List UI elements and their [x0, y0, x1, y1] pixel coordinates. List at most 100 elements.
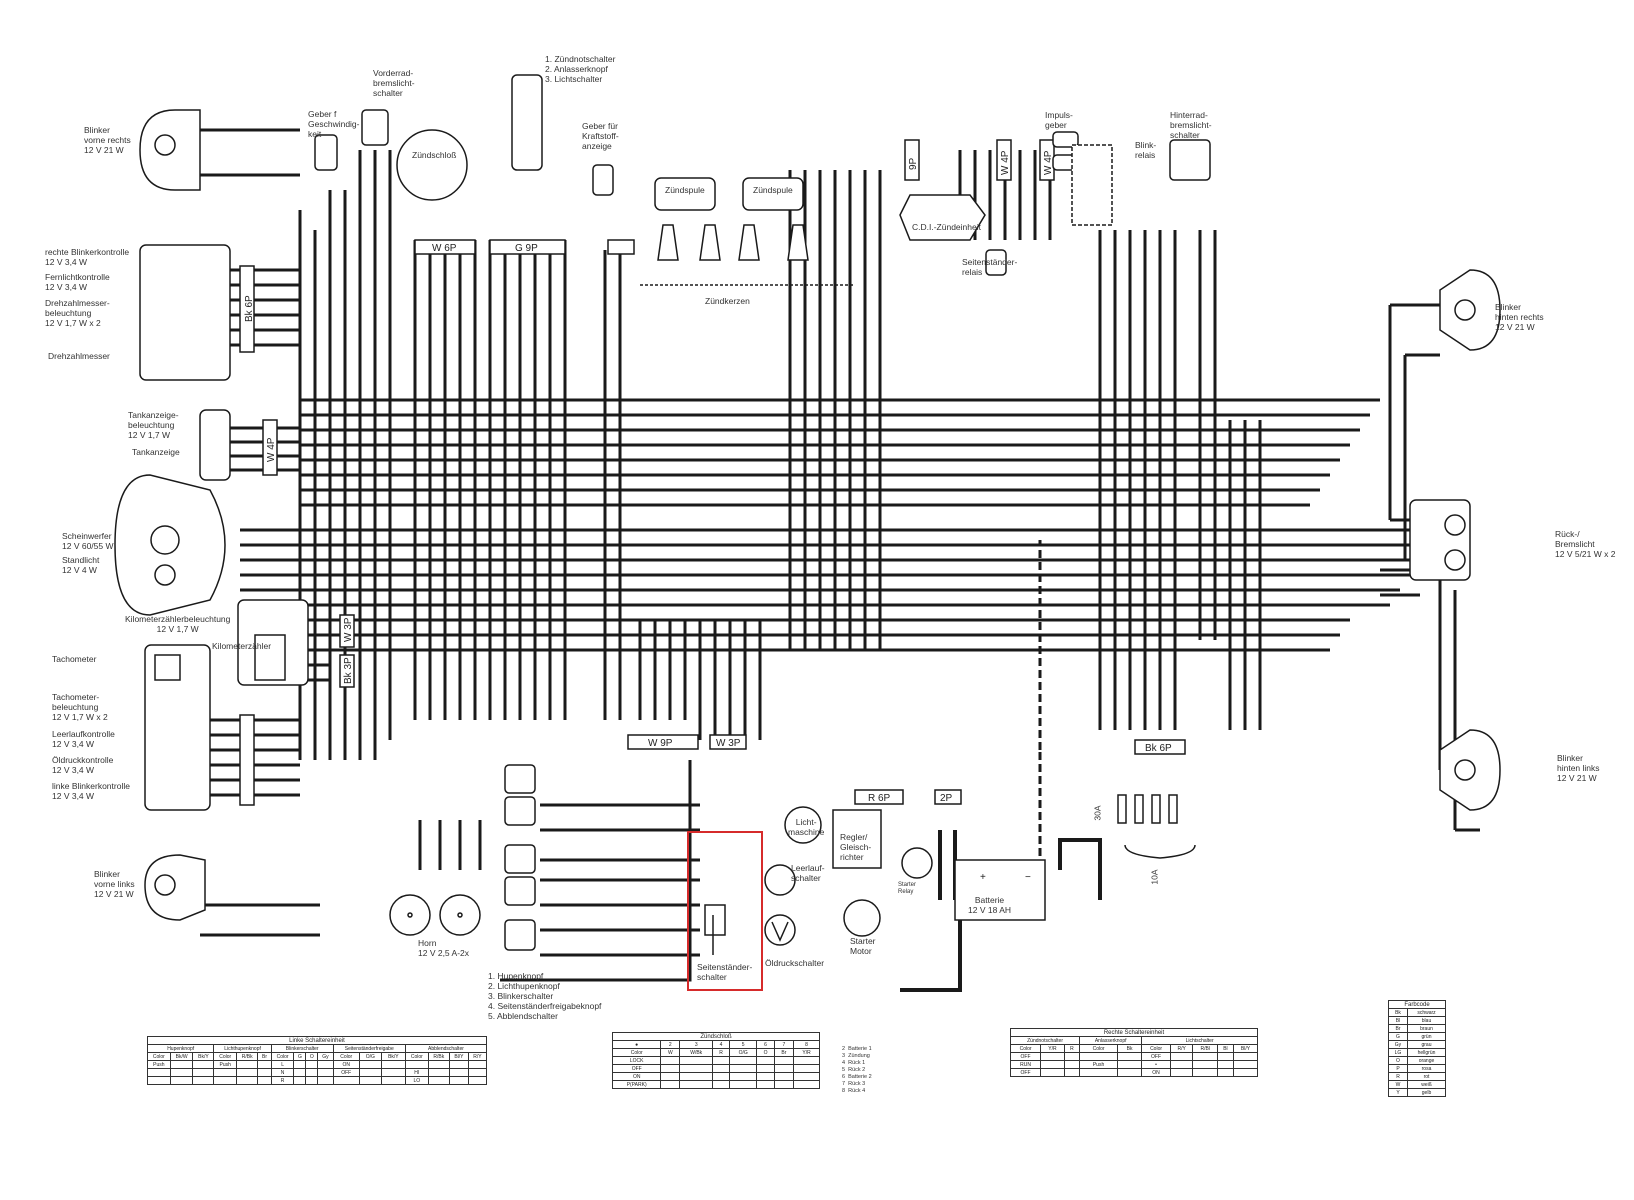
color-cell: Y/R [1040, 1044, 1065, 1053]
color-cell: Color [611, 1048, 662, 1057]
group-passing: Lichthupenknopf [213, 1044, 272, 1053]
table-cell [1169, 1060, 1194, 1069]
table-cell: blau [1407, 1016, 1446, 1025]
header-cell: 6 [756, 1040, 775, 1049]
connector-g9p: G 9P [515, 243, 538, 254]
label-left-switches: 1. Hupenknopf 2. Lichthupenknopf 3. Blin… [488, 971, 602, 1021]
table-cell [793, 1056, 820, 1065]
label-tank-gauge: Tankanzeige [132, 447, 180, 457]
label-fuse-10a: 10A [1149, 869, 1160, 885]
label-horn: Horn 12 V 2,5 A-2x [418, 938, 470, 958]
table-cell: ON [611, 1072, 662, 1081]
neutral-switch-shape [764, 864, 796, 896]
color-cell: Color [404, 1052, 429, 1061]
table-cell [358, 1068, 382, 1077]
label-regulator: Regler/ Gleisch- richter [840, 832, 872, 862]
ignition-coil-2 [742, 177, 804, 211]
table-cell [1063, 1068, 1081, 1077]
label-km-lighting: Kilometerzählerbeleuchtung 12 V 1,7 W [125, 614, 231, 634]
table-cell [358, 1076, 382, 1085]
table-cell [317, 1068, 334, 1077]
label-right-blinker-indicator: rechte Blinkerkontrolle 12 V 3,4 W [45, 247, 130, 267]
table-cell: grün [1407, 1032, 1446, 1041]
table-cell: P(PARK) [611, 1080, 662, 1089]
tachometer-cluster-bottom [144, 644, 211, 811]
table-cell [147, 1068, 171, 1077]
group-turn: Blinkerschalter [270, 1044, 334, 1053]
color-cell: Color [332, 1052, 360, 1061]
header-cell: 8 [793, 1040, 820, 1049]
table-cell [793, 1072, 820, 1081]
table-cell [1192, 1060, 1218, 1069]
table-cell [448, 1068, 469, 1077]
cdi-unit [899, 194, 986, 241]
table-cell [679, 1064, 714, 1073]
group-starter: Anlasserknopf [1079, 1036, 1143, 1045]
label-oil-indicator: Öldruckkontrolle 12 V 3,4 W [52, 755, 114, 775]
label-sidestand-switch: Seitenständer- schalter [697, 962, 753, 982]
table-cell: Push [213, 1060, 238, 1069]
table-left-switch-unit: Linke Schaltereinheit Hupenknopf Lichthu… [146, 1036, 488, 1085]
header-cell: 5 [728, 1040, 758, 1049]
label-blinker-rear-right: Blinker hinten rechts 12 V 21 W [1495, 302, 1544, 332]
label-pulse-generator: Impuls- geber [1045, 110, 1073, 130]
table-cell [728, 1072, 758, 1081]
table-cell: G [1388, 1032, 1408, 1041]
table-cell: hellgrün [1407, 1048, 1446, 1057]
table-cell [1169, 1052, 1194, 1061]
table-cell [147, 1076, 171, 1085]
header-cell: ● [611, 1040, 662, 1049]
group-horn: Hupenknopf [146, 1044, 215, 1053]
table-cell [1216, 1068, 1234, 1077]
color-cell: Bl/Y [448, 1052, 469, 1061]
highlight-sidestand-switch [687, 831, 763, 991]
table-cell [1216, 1060, 1234, 1069]
color-cell: G [293, 1052, 307, 1061]
tachometer-cluster-top [139, 244, 231, 381]
table-cell: O [1388, 1056, 1408, 1065]
table-cell [1192, 1068, 1218, 1077]
color-cell: Y/R [793, 1048, 820, 1057]
table-cell: N [270, 1068, 295, 1077]
table-cell [467, 1068, 488, 1077]
table-cell [1116, 1068, 1143, 1077]
table-cell [1079, 1052, 1118, 1061]
table-cell: orange [1407, 1056, 1446, 1065]
group-kill: Zündnotschalter [1009, 1036, 1081, 1045]
table-cell [712, 1080, 730, 1089]
header-cell: 7 [773, 1040, 795, 1049]
table-cell [332, 1076, 360, 1085]
table-cell [773, 1080, 795, 1089]
connector-9p: 9P [908, 157, 919, 170]
table-title: Rechte Schaltereinheit [1010, 1028, 1258, 1037]
table-cell: schwarz [1407, 1008, 1446, 1017]
table-cell: Bk [1388, 1008, 1408, 1017]
table-cell [1169, 1068, 1194, 1077]
table-cell [728, 1056, 758, 1065]
connector-w3p: W 3P [716, 738, 741, 749]
color-cell: Br [773, 1048, 795, 1057]
connector-w9p: W 9P [648, 738, 673, 749]
table-cell: Y [1388, 1088, 1408, 1097]
table-cell [213, 1068, 238, 1077]
table-cell [236, 1076, 259, 1085]
table-cell: Push [147, 1060, 171, 1069]
table-cell [756, 1072, 775, 1081]
label-alternator: Licht- maschine [788, 817, 825, 837]
label-starter-motor: Starter Motor [850, 936, 876, 956]
table-cell: gelb [1407, 1088, 1446, 1097]
table-cell [1192, 1052, 1218, 1061]
svg-text:+: + [980, 872, 986, 883]
label-oil-pressure-switch: Öldruckschalter [765, 958, 825, 968]
connector-2p: 2P [940, 793, 953, 804]
table-cell: OFF [332, 1068, 360, 1077]
table-cell [192, 1076, 215, 1085]
table-cell [293, 1068, 307, 1077]
